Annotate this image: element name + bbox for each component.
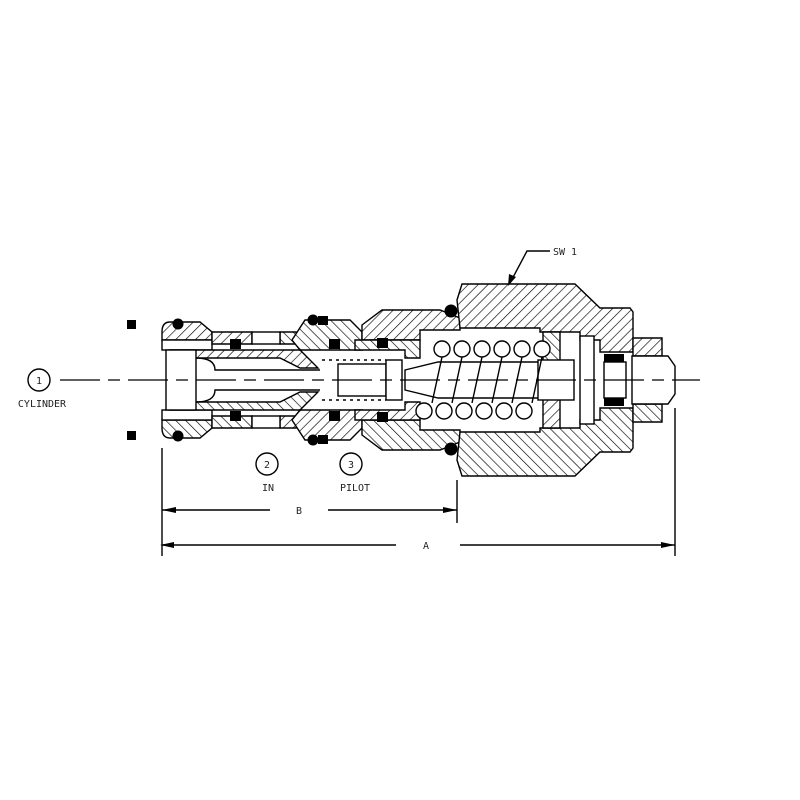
port-3: 3 PILOT	[339, 452, 370, 494]
port-label: IN	[262, 483, 274, 494]
spring-coil	[495, 402, 513, 420]
spring-coil	[475, 402, 493, 420]
dimension-a-label: A	[423, 541, 429, 552]
port-number: 2	[264, 460, 270, 471]
port-label: CYLINDER	[18, 399, 67, 410]
spring-coil	[515, 402, 533, 420]
port-2: 2 IN	[255, 452, 279, 494]
spring-coil	[493, 340, 511, 358]
port-1: 1 CYLINDER	[18, 368, 67, 410]
dimension-b-label: B	[296, 506, 302, 517]
spring-coil	[533, 340, 551, 358]
spring-coil	[513, 340, 531, 358]
dimension-lines: B A	[160, 408, 676, 556]
port-number: 3	[348, 460, 354, 471]
port-label: PILOT	[340, 483, 370, 494]
main-spring	[415, 340, 551, 420]
spring-coil	[455, 402, 473, 420]
callout-sw1: SW 1	[508, 247, 577, 286]
spring-coil	[473, 340, 491, 358]
spring-coil	[415, 402, 433, 420]
spring-coil	[453, 340, 471, 358]
port-number: 1	[36, 376, 42, 387]
spring-coil	[435, 402, 453, 420]
spring-coil	[433, 340, 451, 358]
callout-label: SW 1	[553, 247, 577, 258]
